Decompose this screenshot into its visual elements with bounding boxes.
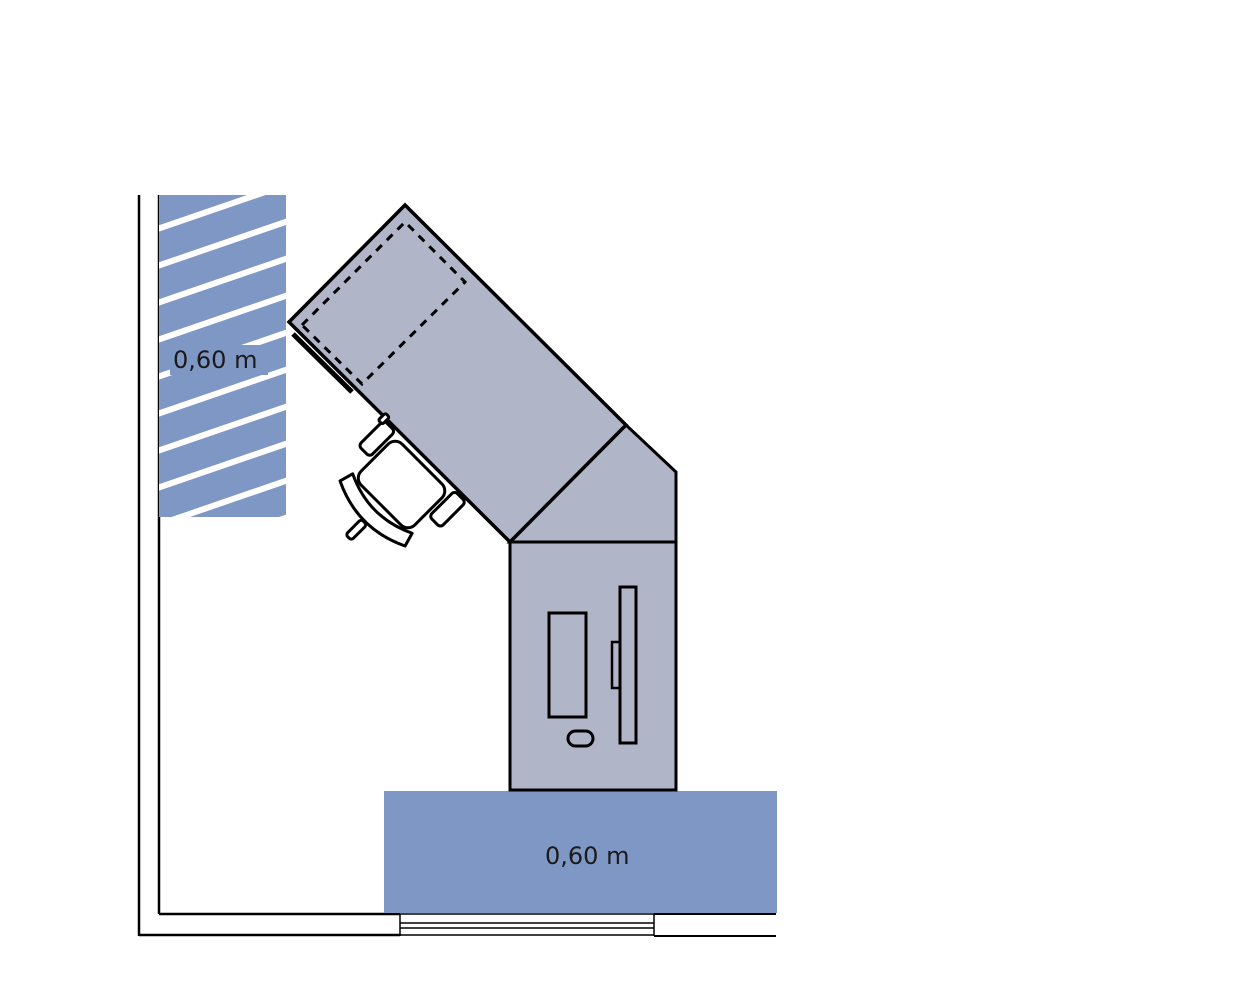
desk-edge-thick <box>291 332 354 394</box>
monitor-icon <box>547 611 588 719</box>
straight-desk <box>508 540 678 792</box>
left-clearance-label: 0,60 m <box>173 346 258 374</box>
bottom-clearance-zone <box>384 791 777 913</box>
left-clearance-zone <box>159 195 286 517</box>
mouse-icon <box>566 729 595 748</box>
angled-desk <box>286 202 629 545</box>
office-chair-icon <box>338 412 466 548</box>
window <box>399 913 655 936</box>
drawer-outline <box>299 219 468 387</box>
document-holder-icon <box>610 640 622 690</box>
bottom-clearance-label: 0,60 m <box>545 842 630 870</box>
